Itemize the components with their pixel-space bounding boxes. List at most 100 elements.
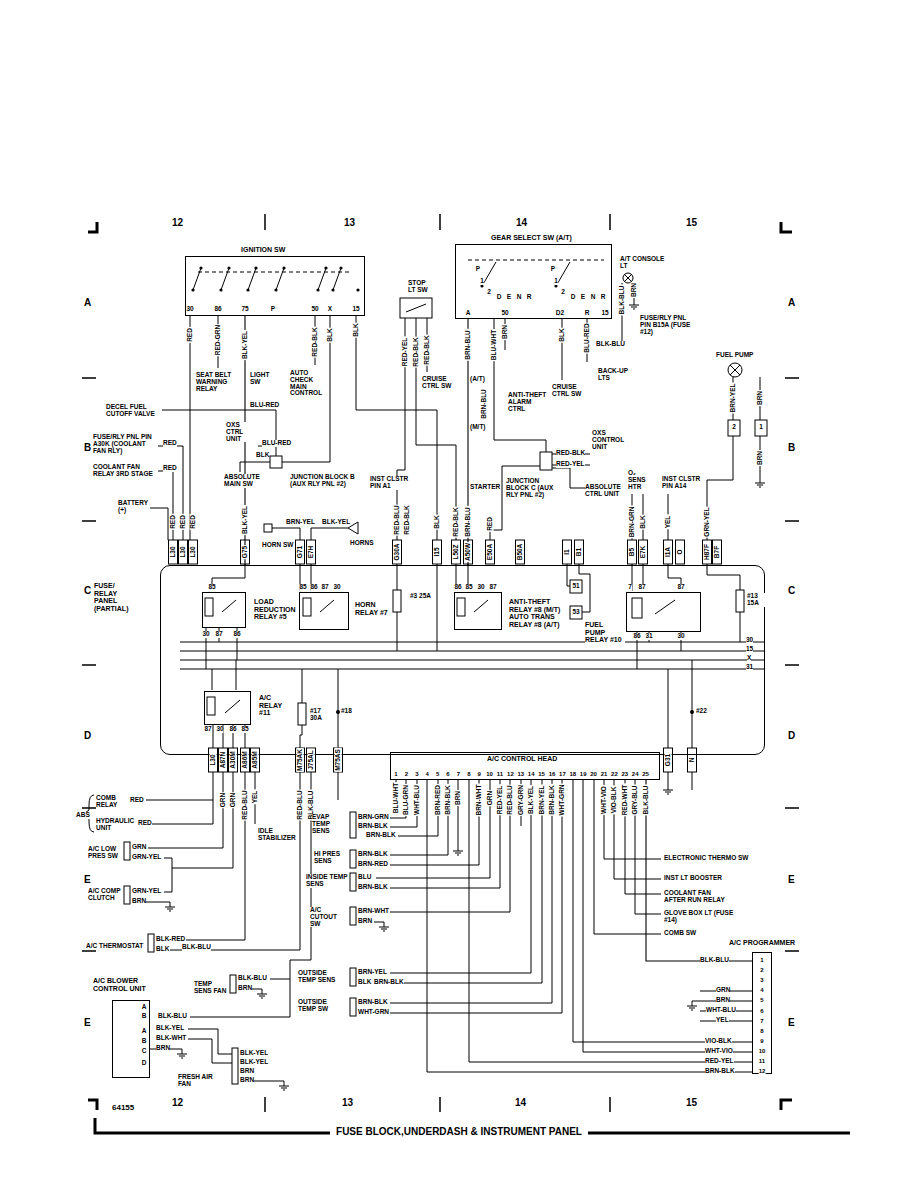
- wiring-graphic: [390, 780, 438, 836]
- callout-label: 30: [477, 584, 484, 591]
- wire-color: BLU-WHT: [393, 782, 400, 814]
- callout-label: D: [571, 294, 576, 301]
- wire-color: BLK: [434, 514, 441, 529]
- wiring-graphic: [209, 748, 218, 772]
- component-name: ANTI-THEFT RELAY #8 (M/T) AUTO TRANS REL…: [509, 598, 569, 629]
- wire-color: H87F: [704, 543, 711, 561]
- callout-label: 12: [759, 1068, 766, 1074]
- component-name: GEAR SELECT SW (A/T): [491, 234, 572, 242]
- callout-label: BLK-BLU: [700, 957, 729, 964]
- wire-color: E50A: [487, 543, 494, 561]
- wire-color: BRN-BLU: [481, 388, 488, 420]
- wire-color: BLK: [559, 327, 566, 342]
- wire-color: VIO-BLK: [611, 786, 618, 815]
- wiring-graphic: [307, 748, 316, 772]
- grid-reference: 12: [172, 218, 183, 229]
- wiring-graphic: [298, 703, 306, 725]
- wiring-graphic: [88, 1100, 97, 1110]
- callout-label: BLK: [256, 452, 269, 459]
- wire-color: BRN-YEL: [730, 383, 737, 414]
- callout-label: A/C COMP CLUTCH: [88, 888, 122, 902]
- wiring-graphic: [350, 850, 356, 868]
- component-box: FUEL PUMP RELAY #10: [626, 592, 701, 632]
- callout-label: ABSOLUTE MAIN SW: [224, 474, 256, 488]
- callout-label: 86: [454, 584, 461, 591]
- wire-color: RED-BLU: [297, 789, 304, 820]
- wiring-graphic: [655, 600, 675, 614]
- callout-label: X: [747, 655, 751, 662]
- wiring-graphic: [687, 1001, 697, 1010]
- callout-label: (M/T): [470, 424, 486, 431]
- wire-color: L30: [190, 545, 197, 558]
- callout-label: BRN: [132, 898, 146, 905]
- wire-color: BRN-YEL: [539, 785, 546, 816]
- wiring-graphic: [785, 378, 799, 951]
- wiring-graphic: [296, 748, 305, 772]
- wiring-graphic: [199, 266, 202, 269]
- wiring-graphic: [663, 772, 673, 794]
- component-name: A/C RELAY #11: [259, 694, 293, 717]
- callout-label: P: [271, 306, 275, 313]
- callout-label: 12: [507, 771, 514, 777]
- wire-color: GRY-GRN: [518, 784, 525, 816]
- callout-label: 7: [457, 771, 460, 777]
- wire-color: B1: [576, 547, 583, 557]
- wiring-graphic: [624, 274, 632, 282]
- wire-color: BLK: [353, 322, 360, 337]
- callout-label: 87: [638, 584, 645, 591]
- wire-color: RED-BLU: [507, 784, 514, 815]
- wiring-graphic: [205, 598, 213, 616]
- wire-color: A86M: [242, 750, 249, 769]
- wire-color: BRN-WHT: [476, 783, 483, 816]
- wiring-graphic: [664, 540, 673, 564]
- callout-label: 85: [465, 584, 472, 591]
- callout-label: ANTI-THEFT ALARM CTRL: [508, 392, 550, 412]
- wire-color: RED-BLK: [424, 334, 431, 365]
- grid-reference: D: [788, 731, 795, 742]
- wire-color: M75AS: [335, 748, 342, 772]
- callout-label: 2: [760, 967, 763, 973]
- wire-color: YEL: [665, 515, 672, 530]
- callout-label: GLOVE BOX LT (FUSE #14): [664, 910, 734, 924]
- callout-label: B: [142, 1038, 147, 1045]
- wire-color: RED: [190, 514, 197, 530]
- wire-color: YEL: [252, 790, 259, 805]
- wiring-graphic: [316, 288, 319, 291]
- wire-color: RED: [487, 516, 494, 532]
- wiring-graphic: [180, 642, 765, 669]
- page-title: FUSE BLOCK,UNDERDASH & INSTRUMENT PANEL: [330, 1126, 588, 1137]
- wire-color: BRN-BLK: [549, 784, 556, 816]
- wire-color: BLU-RED: [584, 322, 591, 353]
- wiring-graphic: [212, 660, 245, 748]
- wiring-graphic: [707, 377, 760, 540]
- grid-reference: C: [788, 586, 795, 597]
- callout-label: BLK-YEL: [240, 1059, 268, 1066]
- callout-label: BRN-GRN: [358, 814, 389, 821]
- callout-label: BRN: [238, 985, 252, 992]
- component-name: FUEL PUMP RELAY #10: [585, 621, 625, 644]
- callout-label: BRN-YEL: [358, 969, 387, 976]
- wiring-graphic: [703, 540, 712, 564]
- wiring-graphic: [188, 1029, 232, 1063]
- callout-label: 30: [333, 584, 340, 591]
- wire-color: J75AL: [308, 749, 315, 771]
- callout-label: 3: [760, 977, 763, 983]
- wiring-graphic: [728, 420, 740, 436]
- callout-label: A/C CUTOUT SW: [310, 907, 348, 927]
- callout-label: (A/T): [470, 376, 485, 383]
- wire-color: RED-GRN: [215, 324, 222, 356]
- callout-label: VIO-BLK: [705, 1038, 732, 1045]
- callout-label: BLK-BLU: [158, 1013, 187, 1020]
- callout-label: GRN: [132, 844, 146, 851]
- callout-label: C: [142, 1048, 147, 1055]
- wire-color: B50A: [517, 543, 524, 562]
- callout-label: OXS CONTROL UNIT: [592, 430, 632, 450]
- wiring-graphic: [264, 524, 272, 532]
- component-name: HORN RELAY #7: [355, 601, 390, 616]
- wiring-graphic: [219, 288, 222, 291]
- callout-label: CRUISE CTRL SW: [552, 384, 582, 398]
- callout-label: 21: [601, 771, 608, 777]
- wire-color: BRN: [455, 790, 462, 806]
- wire-color: A87N: [220, 751, 227, 770]
- wire-color: BRN-RED: [435, 784, 442, 816]
